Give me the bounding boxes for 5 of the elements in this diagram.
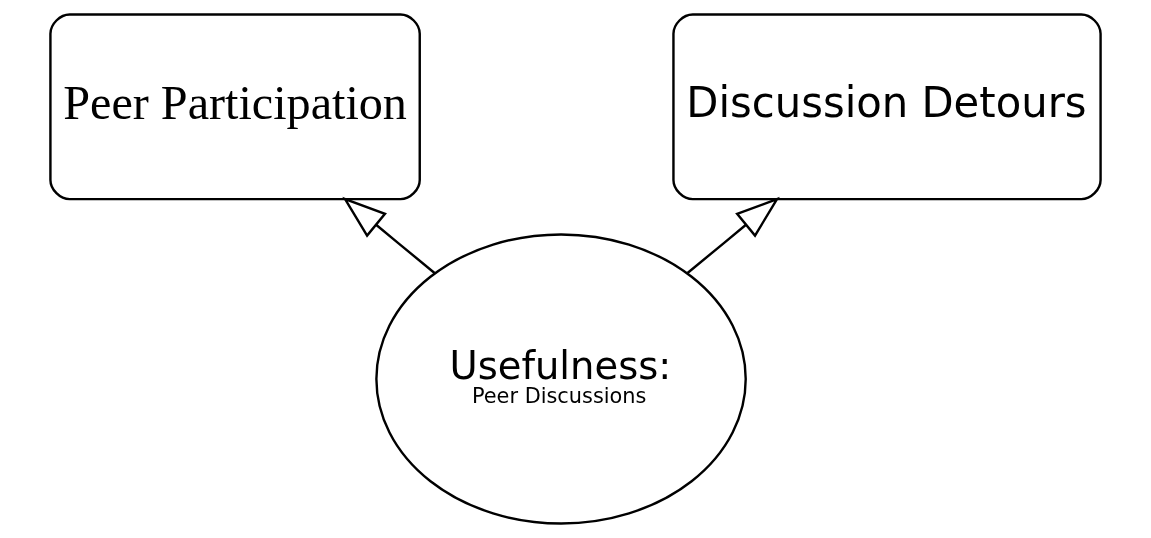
arrow (686, 196, 780, 274)
node-box: Peer Participation (49, 13, 421, 201)
arrow (342, 196, 436, 274)
node-ellipse: Usefulness: Peer Discussions (375, 233, 747, 525)
node-box: Discussion Detours (672, 13, 1102, 201)
